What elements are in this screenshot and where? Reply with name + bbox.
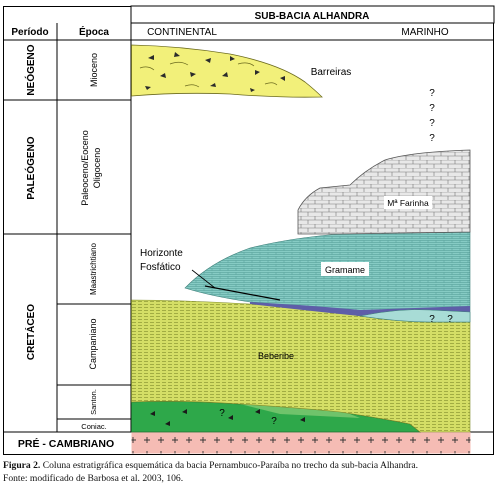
maria-farinha-layer — [297, 149, 471, 235]
question-mark-1: ? — [429, 88, 435, 99]
beberibe-layer — [131, 299, 471, 433]
continental-label: CONTINENTAL — [147, 27, 217, 38]
epoch-santon: Santon. — [89, 389, 98, 415]
periodo-header: Período — [11, 27, 48, 38]
barreiras-layer — [131, 44, 323, 98]
question-mark-4: ? — [429, 133, 435, 144]
caption-text: Coluna estratigráfica esquemática da bac… — [40, 460, 419, 471]
figure-caption: Figura 2. Coluna estratigráfica esquemát… — [3, 459, 497, 485]
horizonte-leader — [191, 269, 216, 289]
farinha-label: Mª Farinha — [387, 198, 429, 208]
epoch-mioceno: Mioceno — [89, 53, 99, 87]
period-paleogeno: PALEÓGENO — [24, 136, 37, 199]
precambriano-layer — [131, 432, 471, 454]
question-mark-7: ? — [219, 408, 225, 419]
barreiras-label: Barreiras — [311, 67, 352, 78]
period-neogeno: NEÓGENO — [24, 44, 37, 95]
gramame-label: Gramame — [325, 265, 365, 275]
caption-source: Fonte: modificado de Barbosa et al. 2003… — [3, 473, 184, 484]
epoca-header: Época — [79, 25, 109, 38]
epoch-maastrichtiano: Maastrichtiano — [89, 242, 98, 295]
caption-label: Figura 2. — [3, 460, 41, 471]
question-mark-2: ? — [429, 103, 435, 114]
beberibe-label: Beberibe — [258, 351, 294, 361]
epoch-coniac: Coniac. — [81, 422, 106, 431]
period-precambriano: PRÉ - CAMBRIANO — [18, 437, 114, 450]
barreiras-pebbles — [145, 52, 285, 92]
stratigraphic-diagram: SUB-BACIA ALHANDRA Período Época CONTINE… — [3, 5, 495, 455]
question-mark-8: ? — [271, 416, 277, 427]
question-mark-3: ? — [429, 118, 435, 129]
phosphatic-horizon-line — [204, 285, 281, 301]
period-cretaceo: CRETÁCEO — [24, 304, 37, 360]
question-mark-5: ? — [429, 314, 435, 325]
epoch-campaniano: Campaniano — [88, 318, 98, 369]
epoch-oligoceno: Oligoceno — [92, 148, 102, 189]
epoch-paleoceno: Paleoceno/Eoceno — [80, 130, 90, 206]
horizonte-label-line2: Fosfático — [140, 262, 181, 273]
horizonte-label-line1: Horizonte — [140, 248, 183, 259]
basin-title: SUB-BACIA ALHANDRA — [255, 11, 370, 22]
question-mark-6: ? — [447, 314, 453, 325]
green-unit-symbols — [150, 409, 305, 426]
marinho-label: MARINHO — [401, 27, 448, 38]
